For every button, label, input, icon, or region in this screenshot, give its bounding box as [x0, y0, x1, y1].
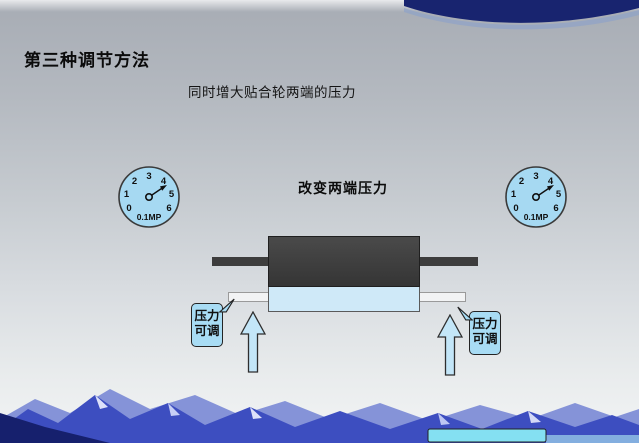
callout-text: 压力可调 — [472, 317, 498, 347]
gauge-tick: 4 — [161, 176, 167, 187]
slide-title: 第三种调节方法 — [24, 51, 150, 71]
callout-pointer-icon — [219, 298, 235, 313]
gauge-tick: 5 — [169, 189, 175, 200]
gauge-hub-icon — [144, 192, 153, 201]
diagram-label: 改变两端压力 — [298, 180, 388, 196]
gauge-tick: 0 — [126, 203, 131, 214]
pressure-arrow-right-icon — [437, 314, 463, 376]
corner-swoosh-decoration — [404, 0, 639, 30]
gauge-tick: 6 — [553, 203, 558, 214]
gauge-tick: 4 — [548, 176, 554, 187]
gauge-needle-tip-icon — [547, 185, 554, 191]
gauge-hub-icon — [531, 192, 540, 201]
gauge-tick: 1 — [124, 189, 130, 200]
callout-pressure-adjustable-right: 压力可调 — [457, 306, 501, 355]
gauge-needle-tip-icon — [160, 185, 167, 191]
laminating-roller-bottom — [268, 286, 420, 312]
pressure-gauge-left: 0 1 2 3 4 5 6 0.1MP — [118, 166, 180, 228]
gauge-tick: 5 — [556, 189, 562, 200]
gauge-tick: 2 — [132, 176, 137, 187]
gauge-tick: 3 — [146, 171, 151, 182]
callout-pressure-adjustable-left: 压力可调 — [191, 298, 235, 347]
callout-pointer-icon — [457, 306, 473, 321]
gauge-tick: 0 — [513, 203, 518, 214]
gauge-unit-label: 0.1MP — [524, 212, 549, 222]
roller-axle-left — [212, 257, 269, 266]
slide-subtitle: 同时增大贴合轮两端的压力 — [188, 85, 356, 100]
gauge-unit-label: 0.1MP — [137, 212, 162, 222]
pressure-gauge-right: 0 1 2 3 4 5 6 0.1MP — [505, 166, 567, 228]
mountain-range-decoration — [0, 389, 639, 443]
gauge-tick: 3 — [533, 171, 538, 182]
laminating-roller-top — [268, 236, 420, 287]
roller-axle-right — [419, 257, 478, 266]
gauge-tick: 2 — [519, 176, 524, 187]
gauge-tick: 1 — [511, 189, 517, 200]
callout-text: 压力可调 — [194, 309, 220, 339]
gauge-tick: 6 — [166, 203, 171, 214]
pressure-arrow-left-icon — [240, 311, 266, 373]
